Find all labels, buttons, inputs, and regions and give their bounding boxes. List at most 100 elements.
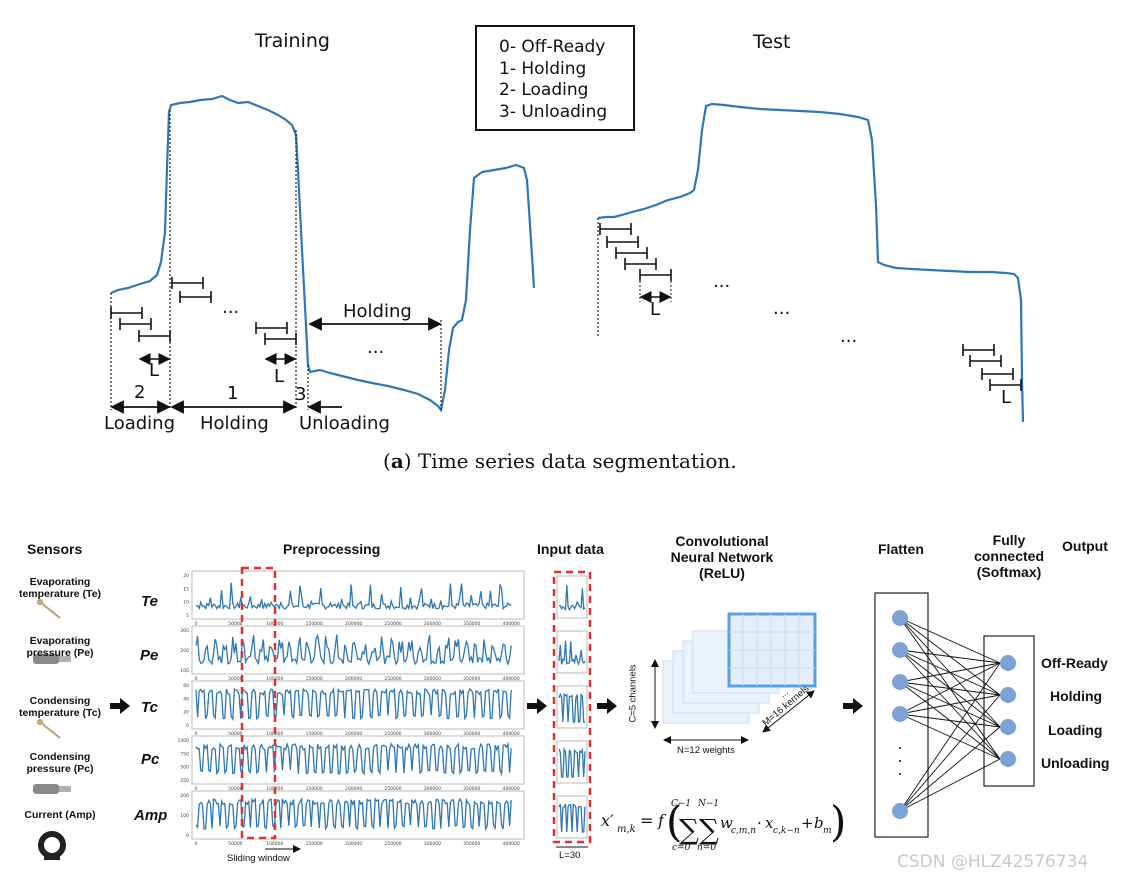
cnn-title-line: (ReLU) [699, 565, 745, 581]
svg-text:∑∑: ∑∑ [679, 813, 719, 846]
y-tick-label: 200 [180, 793, 189, 799]
training-windows [110, 277, 297, 345]
x-tick-label: 100000 [266, 841, 283, 847]
sensor-label-line: Evaporating [29, 635, 91, 647]
y-tick-label: 10 [183, 600, 189, 606]
dense-connection [899, 662, 1001, 812]
x-tick-label: 400000 [503, 731, 520, 737]
svg-text:N−1: N−1 [697, 799, 719, 809]
watermark: CSDN @HLZ42576734 [897, 852, 1089, 872]
legend-item: 1- Holding [499, 58, 587, 79]
channel-label-pc: Pc [141, 751, 160, 768]
x-tick-label: 300000 [424, 786, 441, 792]
dense-connection [899, 662, 1001, 715]
sensor-label-line: Current (Amp) [24, 809, 96, 821]
x-tick-label: 250000 [384, 621, 401, 627]
svg-text:m: m [823, 826, 832, 836]
x-tick-label: 400000 [503, 786, 520, 792]
svg-text:w: w [720, 814, 733, 832]
x-tick-label: 350000 [463, 841, 480, 847]
dense-connection [899, 617, 1001, 664]
pressure-sensor-icon [33, 784, 71, 794]
x-tick-label: 150000 [306, 786, 323, 792]
fc-title-line: Fully [992, 532, 1026, 548]
x-tick-label: 250000 [384, 786, 401, 792]
ellipsis: ... [840, 326, 858, 347]
x-tick-label: 250000 [384, 731, 401, 737]
x-tick-label: 200000 [345, 841, 362, 847]
label-L: L [650, 299, 661, 320]
x-tick-label: 200000 [345, 621, 362, 627]
y-tick-label: 750 [180, 751, 189, 757]
x-tick-label: 350000 [463, 731, 480, 737]
l30-label: L=30 [559, 850, 581, 861]
x-tick-label: 250000 [384, 676, 401, 682]
x-tick-label: 50000 [228, 731, 242, 737]
label-L: L [1001, 387, 1012, 408]
thermocouple-icon [37, 599, 61, 619]
y-tick-label: 300 [180, 628, 189, 634]
x-tick-label: 350000 [463, 621, 480, 627]
cnn-title: Convolutional Neural Network (ReLU) [662, 533, 782, 581]
legend-item: 3- Unloading [499, 101, 608, 122]
sensor-label-line: temperature (Te) [18, 588, 102, 600]
svg-text:(: ( [666, 797, 682, 846]
y-tick-label: 100 [180, 813, 189, 819]
y-tick-label: 40 [183, 696, 189, 702]
svg-text:c=0: c=0 [672, 843, 691, 853]
x-tick-label: 350000 [463, 676, 480, 682]
input-signal-line [558, 803, 586, 833]
seg-label-2: 2 [134, 382, 146, 403]
sensor-label-line: Condensing [29, 695, 91, 707]
c-channels-label: C=5 channels [627, 664, 639, 723]
dense-connection [899, 694, 1001, 812]
caption-text: Time series data segmentation. [411, 449, 737, 473]
x-tick-label: 250000 [384, 841, 401, 847]
flatten-nodes [892, 610, 908, 819]
svg-text:f: f [657, 811, 667, 830]
svg-text:x′: x′ [601, 811, 614, 830]
x-tick-label: 50000 [228, 786, 242, 792]
x-tick-label: 300000 [424, 621, 441, 627]
channel-label-te: Te [141, 593, 158, 610]
x-tick-label: 400000 [503, 676, 520, 682]
output-holding: Holding [1050, 688, 1103, 704]
y-tick-label: 60 [183, 683, 189, 689]
dense-connection [899, 649, 1001, 664]
x-tick-label: 150000 [306, 841, 323, 847]
thermocouple-icon [37, 719, 61, 739]
input-signal-line [558, 746, 586, 778]
sliding-window-box [240, 566, 277, 840]
y-tick-label: 15 [183, 586, 189, 592]
x-tick-label: 0 [195, 841, 198, 847]
ellipsis: ... [367, 337, 385, 358]
x-tick-label: 300000 [424, 676, 441, 682]
ellipsis: ... [222, 297, 240, 318]
dense-connections [899, 617, 1001, 812]
output-off-ready: Off-Ready [1041, 655, 1108, 671]
x-tick-label: 350000 [463, 786, 480, 792]
ellipsis: ... [713, 271, 731, 292]
label-holding: Holding [200, 413, 269, 434]
flatten-title: Flatten [878, 541, 924, 557]
fc-nodes [1000, 655, 1016, 767]
sensor-label: Current (Amp) [10, 809, 110, 821]
y-tick-label: 250 [180, 778, 189, 784]
y-tick-label: 20 [183, 710, 189, 716]
channel-label-amp: Amp [134, 807, 168, 824]
ellipsis: ... [773, 298, 791, 319]
y-tick-label: 0 [186, 833, 189, 839]
fc-title: Fully connected (Softmax) [964, 532, 1054, 580]
cnn-kernels [651, 612, 817, 744]
legend-item: 0- Off-Ready [499, 37, 606, 57]
channel-signal-line [195, 741, 512, 777]
svg-text:m,k: m,k [617, 824, 636, 835]
pressure-sensor-icon [33, 654, 71, 664]
training-title: Training [255, 30, 330, 52]
output-unloading: Unloading [1041, 755, 1110, 771]
label-loading: Loading [104, 413, 176, 434]
svg-text:x: x [765, 814, 774, 832]
